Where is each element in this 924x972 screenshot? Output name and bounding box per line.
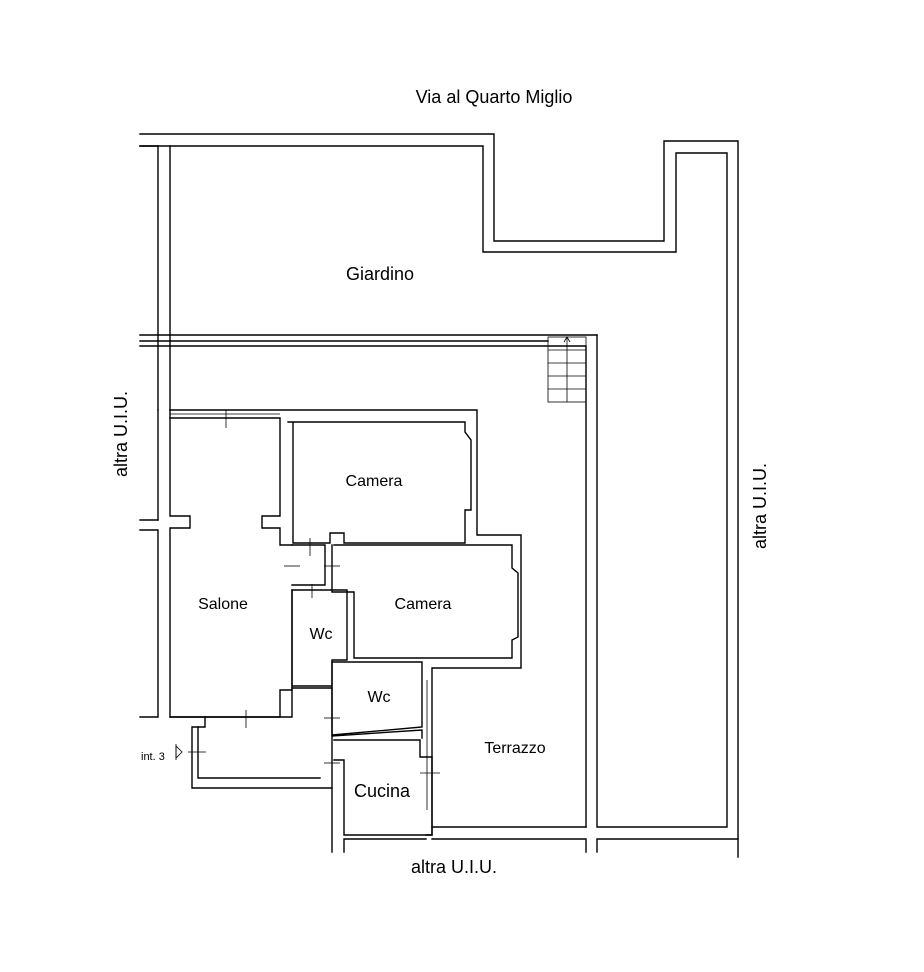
neighbor-label-bottom: altra U.I.U.: [411, 857, 497, 877]
room-label-giardino: Giardino: [346, 264, 414, 284]
room-label-wc-2: Wc: [367, 689, 390, 706]
stairs: [547, 336, 587, 403]
neighbor-label-right: altra U.I.U.: [750, 463, 770, 549]
room-label-wc-1: Wc: [309, 626, 332, 643]
room-label-camera-2: Camera: [395, 596, 452, 613]
left-wall: [139, 409, 159, 718]
room-label-camera-1: Camera: [346, 473, 403, 490]
apartment-walls: [169, 409, 739, 853]
room-label-terrazzo: Terrazzo: [484, 740, 545, 757]
neighbor-label-left: altra U.I.U.: [111, 391, 131, 477]
garden-perimeter: [139, 133, 739, 858]
room-label-cucina: Cucina: [354, 781, 411, 801]
street-label: Via al Quarto Miglio: [416, 87, 573, 107]
room-label-salone: Salone: [198, 596, 248, 613]
entrance-label: int. 3: [141, 751, 165, 763]
